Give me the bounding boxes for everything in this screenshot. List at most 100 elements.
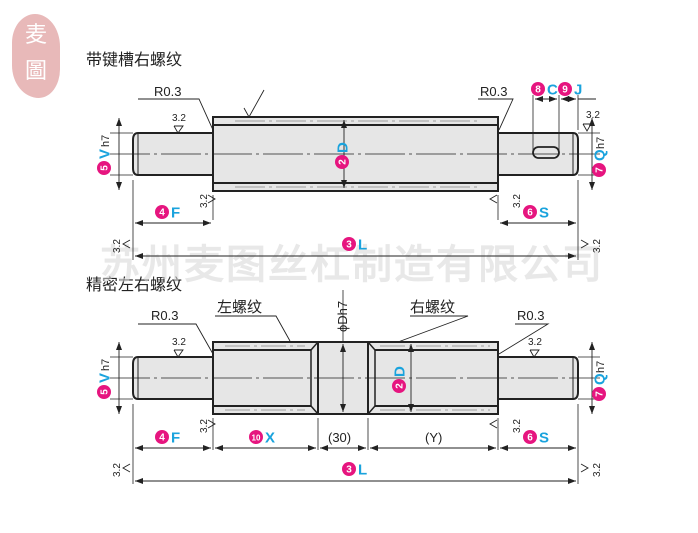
top-labels: R0.3 R0.3 <box>154 84 507 99</box>
badge-letter: V <box>97 373 114 383</box>
svg-text:3.2: 3.2 <box>586 110 600 121</box>
badge-number: 2 <box>338 159 349 165</box>
badge-letter: L <box>358 237 367 254</box>
bottom-badge-Q: 7 Qh7 <box>592 361 609 401</box>
top-r-left-leader <box>138 98 214 131</box>
bottom-r-left-leader <box>138 323 214 355</box>
svg-text:3.2: 3.2 <box>592 239 603 253</box>
bottom-roughness-values: 3.2 3.2 3.2 3.2 3.2 3.2 <box>112 337 603 477</box>
badge-letter: X <box>265 430 275 447</box>
badge-tolerance: h7 <box>100 359 112 371</box>
badge-number: 3 <box>346 240 352 251</box>
bottom-roughness-symbols <box>122 349 589 473</box>
svg-text:3.2: 3.2 <box>592 463 603 477</box>
seal-char-2: 圖 <box>24 59 47 84</box>
badge-circle <box>523 205 537 219</box>
badge-circle <box>523 430 537 444</box>
badge-number: 6 <box>527 433 533 444</box>
bottom-centerlines <box>110 290 600 484</box>
badge-number: 7 <box>595 391 606 397</box>
badge-number: 4 <box>159 433 165 444</box>
badge-letter: C <box>547 82 558 99</box>
svg-text:3.2: 3.2 <box>172 113 186 124</box>
top-dimension-lines <box>116 89 596 259</box>
top-check-mark <box>243 89 265 118</box>
svg-text:3.2: 3.2 <box>112 463 123 477</box>
badge-number: 6 <box>527 208 533 219</box>
svg-text:3.2: 3.2 <box>199 194 210 208</box>
right-length-label: (Y) <box>425 430 442 445</box>
bottom-radius-right: R0.3 <box>517 308 544 323</box>
badge-letter: J <box>574 82 582 99</box>
badge-circle <box>392 379 406 393</box>
badge-circle <box>249 430 263 444</box>
center-length-label: (30) <box>328 430 351 445</box>
badge-circle <box>335 155 349 169</box>
bottom-badge-X: 10 X <box>249 430 275 447</box>
badge-circle <box>342 462 356 476</box>
badge-letter: Q <box>592 373 609 385</box>
badge-number: 4 <box>159 208 165 219</box>
bottom-dimension-lines <box>116 315 595 484</box>
svg-text:3.2: 3.2 <box>512 194 523 208</box>
badge-circle <box>97 385 111 399</box>
top-roughness-symbols <box>122 123 592 249</box>
badge-letter: S <box>539 205 549 222</box>
badge-letter: D <box>392 366 409 377</box>
top-badge-V: 5 Vh7 <box>97 135 114 175</box>
badge-circle <box>155 430 169 444</box>
badge-letter: S <box>539 430 549 447</box>
svg-text:3.2: 3.2 <box>199 419 210 433</box>
bottom-badge-D: 2D <box>392 366 409 393</box>
bottom-labels: R0.3 R0.3 左螺纹 右螺纹 ϕDh7 (30) (Y) <box>151 298 544 445</box>
badge-circle <box>592 387 606 401</box>
top-diagram-title: 带键槽右螺纹 <box>86 50 183 69</box>
badge-letter: F <box>171 430 180 447</box>
badge-circle <box>155 205 169 219</box>
top-radius-right: R0.3 <box>480 84 507 99</box>
top-radius-left: R0.3 <box>154 84 181 99</box>
svg-text:3.2: 3.2 <box>172 337 186 348</box>
bottom-right-thread-leader <box>397 315 469 343</box>
seal-logo: 麦 圖 <box>12 14 60 98</box>
top-keyway-slot <box>532 146 560 159</box>
badge-number: 5 <box>100 389 111 395</box>
badge-letter: V <box>97 149 114 159</box>
badge-number: 10 <box>252 434 261 443</box>
left-thread-label: 左螺纹 <box>217 298 262 316</box>
badge-number: 5 <box>100 165 111 171</box>
badge-tolerance: h7 <box>100 135 112 147</box>
bottom-badge-V: 5 Vh7 <box>97 359 114 399</box>
svg-text:3.2: 3.2 <box>512 419 523 433</box>
badge-letter: L <box>358 462 367 479</box>
bottom-r-right-leader <box>498 323 550 355</box>
badge-number: 7 <box>595 167 606 173</box>
badge-letter: D <box>335 142 352 153</box>
top-badge-D: 2D <box>335 142 352 169</box>
top-r-right-leader <box>478 98 514 131</box>
badge-number: 2 <box>395 383 406 389</box>
top-roughness-values: 3.2 3.2 3.2 3.2 3.2 3.2 3.2 <box>112 110 603 253</box>
bottom-radius-left: R0.3 <box>151 308 178 323</box>
badge-circle <box>592 163 606 177</box>
badge-number: 8 <box>535 85 541 96</box>
seal-char-1: 麦 <box>24 23 47 48</box>
badge-tolerance: h7 <box>595 361 607 373</box>
svg-text:3.2: 3.2 <box>112 239 123 253</box>
badge-number: 9 <box>562 85 568 96</box>
badge-circle <box>342 237 356 251</box>
right-thread-label: 右螺纹 <box>410 298 455 316</box>
badge-number: 3 <box>346 465 352 476</box>
badge-tolerance: h7 <box>595 137 607 149</box>
